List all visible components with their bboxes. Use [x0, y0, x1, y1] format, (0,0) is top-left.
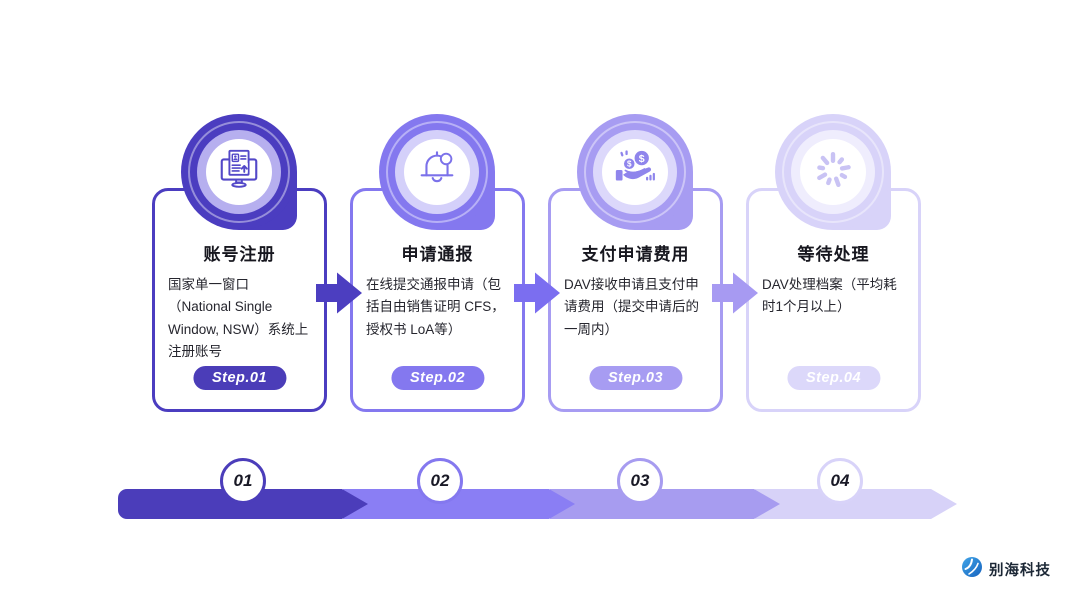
step-description: DAV接收申请且支付申请费用（提交申请后的一周内） [564, 277, 699, 337]
step-icon-badge-3: $ $ [577, 114, 693, 230]
badge-center: $ $ [602, 139, 668, 205]
progress-node-4: 04 [817, 458, 863, 504]
progress-node-label: 01 [233, 471, 253, 490]
arrow-right-icon [514, 271, 560, 315]
svg-text:$: $ [627, 159, 632, 168]
step-title: 申请通报 [401, 245, 474, 264]
progress-node-3: 03 [617, 458, 663, 504]
arrow-right-icon [712, 271, 758, 315]
svg-text:$: $ [639, 152, 645, 164]
step-card-4: 等待处理 DAV处理档案（平均耗时1个月以上） Step.04 [746, 188, 921, 412]
step-icon-badge-2 [379, 114, 495, 230]
progress-node-1: 01 [220, 458, 266, 504]
step-title: 等待处理 [797, 245, 870, 264]
step-description: 在线提交通报申请（包括自由销售证明 CFS，授权书 LoA等） [366, 277, 505, 337]
step-number-badge: Step.01 [192, 366, 287, 390]
step-icon-badge-1 [181, 114, 297, 230]
progress-segment-2 [343, 489, 575, 519]
biehai-globe-icon [961, 556, 983, 583]
badge-inner-line [782, 121, 884, 223]
bell-icon [414, 147, 460, 198]
step-number-badge: Step.02 [390, 366, 485, 390]
step-description: 国家单一窗口（National Single Window, NSW）系统上注册… [168, 277, 309, 360]
progress-node-label: 04 [830, 471, 850, 490]
spinner-icon [810, 147, 856, 198]
arrow-right-icon [316, 271, 362, 315]
step-card-3: 支付申请费用 DAV接收申请且支付申请费用（提交申请后的一周内） Step.03 [548, 188, 723, 412]
step-title: 支付申请费用 [581, 245, 690, 264]
brand-logo: 别海科技 [961, 556, 1051, 583]
progress-node-label: 03 [630, 471, 650, 490]
badge-center [404, 139, 470, 205]
step-card-2: 申请通报 在线提交通报申请（包括自由销售证明 CFS，授权书 LoA等） Ste… [350, 188, 525, 412]
brand-name: 别海科技 [989, 563, 1051, 579]
step-number-badge: Step.04 [786, 366, 881, 390]
badge-inner-line [386, 121, 488, 223]
money-hand-icon: $ $ [612, 147, 658, 198]
step-number-badge: Step.03 [588, 366, 683, 390]
step-description: DAV处理档案（平均耗时1个月以上） [762, 277, 897, 315]
progress-segment-3 [550, 489, 780, 519]
progress-node-label: 02 [430, 471, 450, 490]
step-title: 账号注册 [203, 245, 276, 264]
monitor-register-icon [216, 147, 262, 198]
step-icon-badge-4 [775, 114, 891, 230]
badge-inner-line [584, 121, 686, 223]
badge-inner-line [188, 121, 290, 223]
badge-center [206, 139, 272, 205]
progress-node-2: 02 [417, 458, 463, 504]
badge-center [800, 139, 866, 205]
